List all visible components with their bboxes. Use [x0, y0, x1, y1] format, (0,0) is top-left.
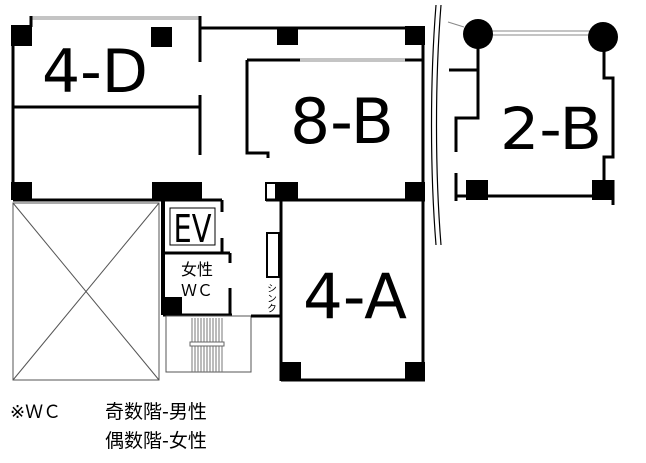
room-label-8b: 8-B [290, 85, 394, 158]
room-label-4d: 4-D [42, 37, 148, 107]
room-label-2b: 2-B [500, 95, 602, 163]
room-label-4a: 4-A [303, 260, 407, 333]
wc-label-line2: ＷＣ [181, 281, 213, 300]
note-even-floors: 偶数階-女性 [105, 430, 207, 452]
wc-label-line1: 女性 [181, 260, 213, 279]
ev-label: EV [174, 207, 212, 251]
sink-counter [266, 232, 280, 278]
ev-box: EV [169, 207, 216, 251]
round-pillar [588, 22, 618, 52]
note-prefix: ※ＷＣ [10, 402, 61, 423]
note-odd-floors: 奇数階-男性 [105, 401, 207, 423]
walls [11, 4, 615, 382]
round-pillar [463, 19, 493, 49]
sink-label: シンク [265, 283, 276, 313]
pillars [11, 19, 618, 380]
